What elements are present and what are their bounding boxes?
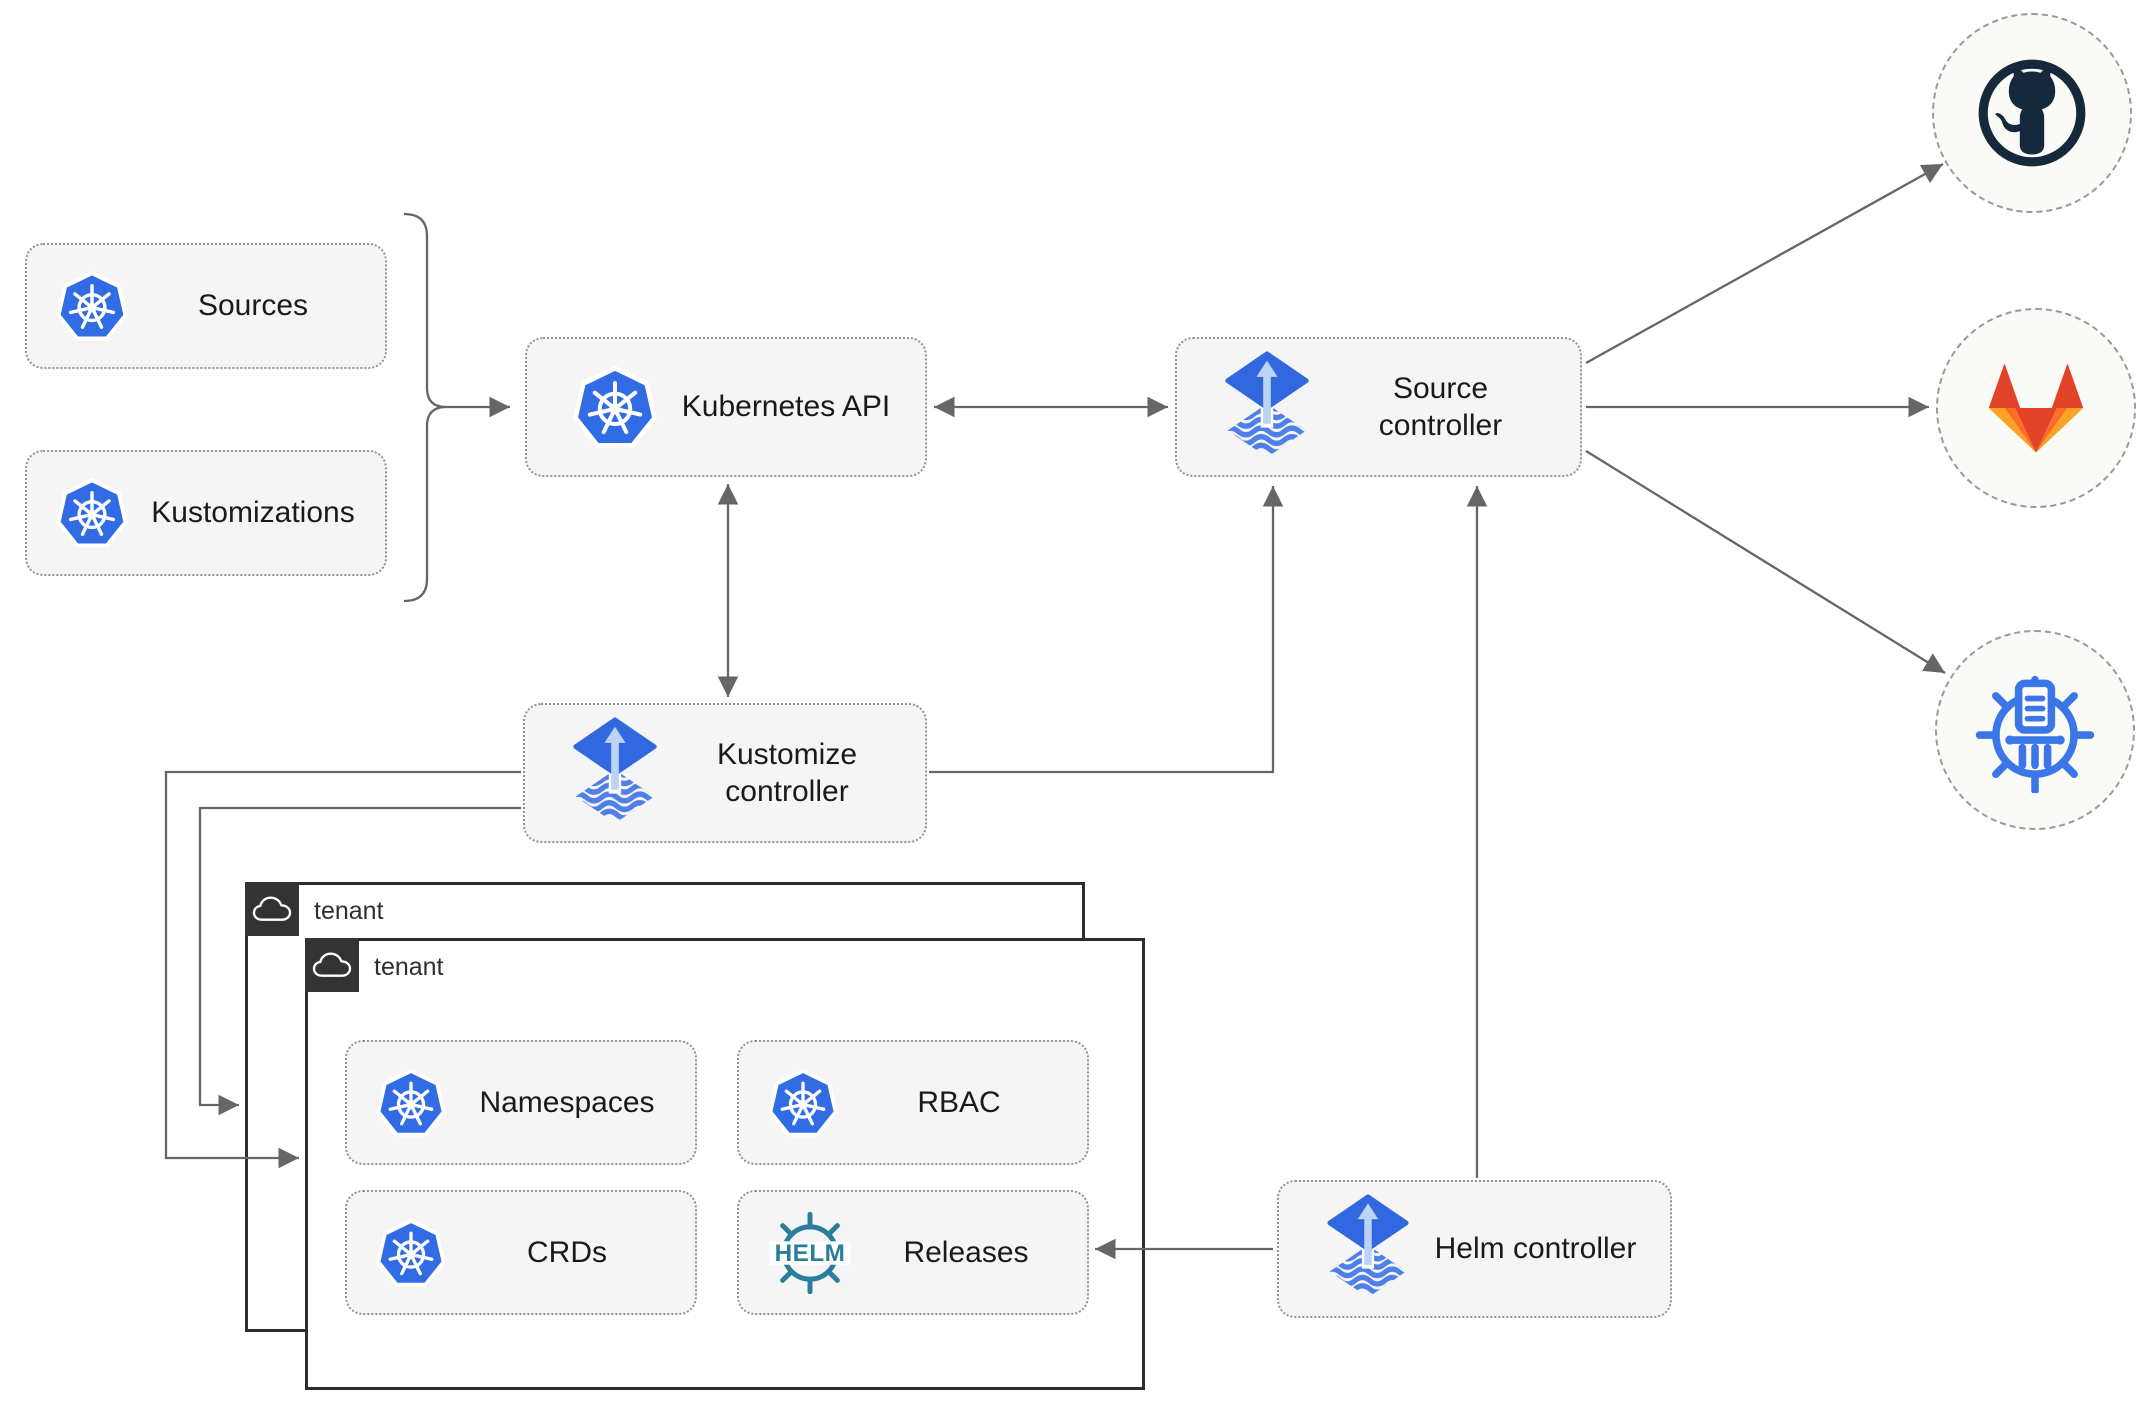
flux-icon — [1321, 1194, 1415, 1304]
node-label: Kustomize controller — [716, 737, 858, 809]
kubernetes-icon — [53, 474, 131, 552]
external-github — [1932, 13, 2132, 213]
chartmuseum-icon — [1972, 667, 2098, 793]
node-label: Source controller — [1378, 371, 1503, 443]
external-chartmuseum — [1935, 630, 2135, 830]
node-crds: CRDs — [345, 1190, 697, 1315]
node-label: Sources — [197, 289, 309, 323]
node-label: Namespaces — [479, 1085, 655, 1119]
tenant-tag — [305, 938, 359, 992]
node-releases: HELM Releases — [737, 1190, 1089, 1315]
kubernetes-icon — [373, 1215, 449, 1291]
node-label: Helm controller — [1434, 1232, 1637, 1266]
node-source-controller: Source controller — [1175, 337, 1582, 477]
node-kubernetes-api: Kubernetes API — [525, 337, 927, 477]
node-label: Kustomizations — [151, 496, 355, 530]
node-label: CRDs — [527, 1235, 607, 1269]
node-kustomize-controller: Kustomize controller — [523, 703, 927, 843]
edge-brace-top — [403, 212, 510, 418]
node-helm-controller: Helm controller — [1277, 1180, 1672, 1318]
kubernetes-icon — [765, 1065, 841, 1141]
kubernetes-icon — [53, 267, 131, 345]
edge-source-github — [1585, 162, 1944, 365]
cloud-icon — [252, 896, 292, 921]
node-rbac: RBAC — [737, 1040, 1089, 1165]
node-label: RBAC — [917, 1085, 1001, 1119]
github-icon — [1971, 52, 2093, 174]
helm-wordmark: HELM — [775, 1240, 846, 1267]
tenant-label: tenant — [374, 953, 444, 981]
flux-icon — [567, 717, 663, 830]
node-label: Releases — [903, 1235, 1029, 1269]
cloud-icon — [312, 952, 352, 977]
edge-brace-bottom — [403, 405, 447, 603]
node-sources: Sources — [25, 243, 387, 369]
flux-icon — [1219, 351, 1315, 464]
node-label: Kubernetes API — [681, 390, 891, 424]
node-namespaces: Namespaces — [345, 1040, 697, 1165]
helm-icon: HELM — [765, 1208, 855, 1298]
gitlab-icon — [1988, 363, 2084, 453]
tenant-tag — [245, 882, 299, 936]
kubernetes-icon — [569, 361, 661, 453]
edge-source-chartmuseum — [1585, 450, 1946, 674]
node-kustomizations: Kustomizations — [25, 450, 387, 576]
tenant-label: tenant — [314, 897, 384, 925]
external-gitlab — [1936, 308, 2136, 508]
edge-kustomize-source — [929, 486, 1284, 774]
kubernetes-icon — [373, 1065, 449, 1141]
